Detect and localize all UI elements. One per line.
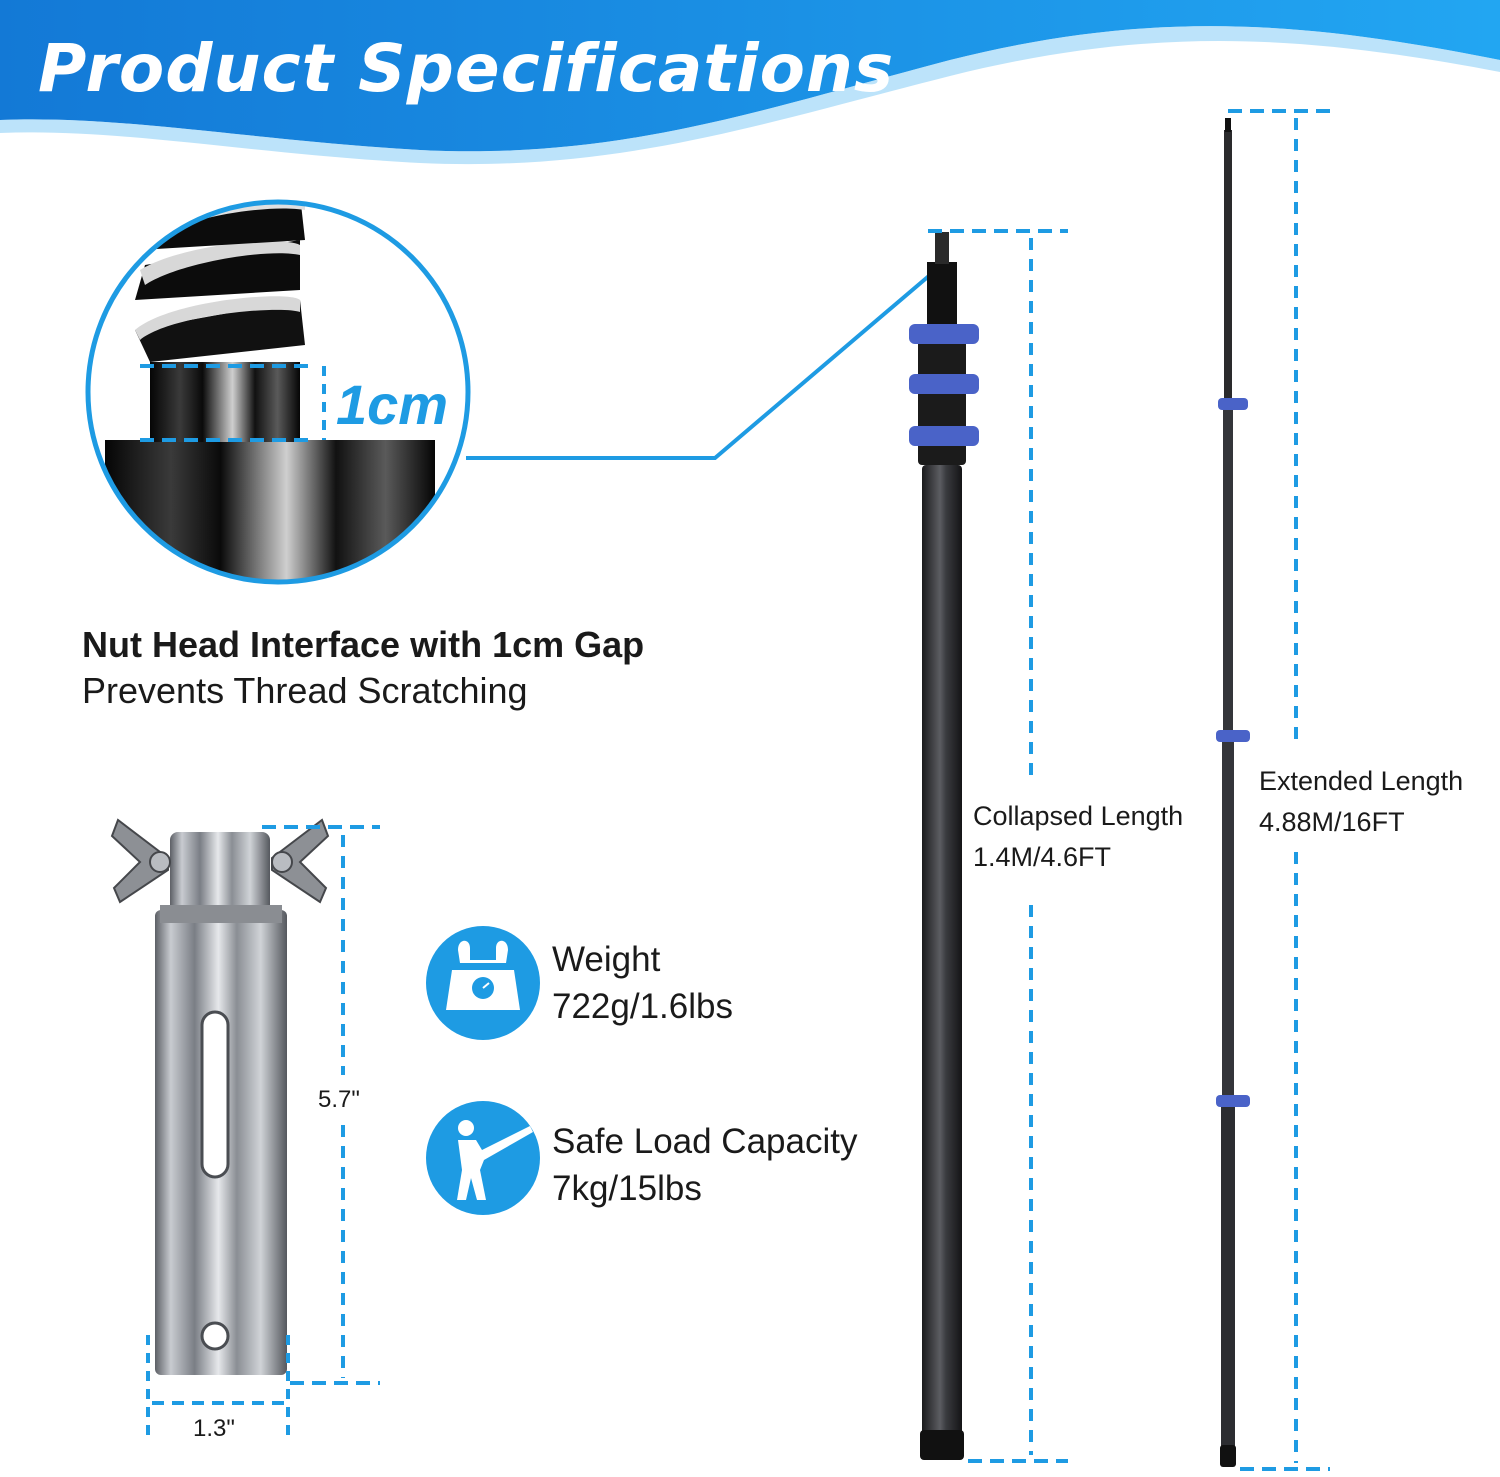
load-capacity-label: Safe Load Capacity <box>552 1122 858 1161</box>
feature-subtitle: Prevents Thread Scratching <box>82 670 528 711</box>
extended-length-value: 4.88M/16FT <box>1259 806 1405 837</box>
adapter-width-label: 1.3" <box>193 1415 235 1442</box>
adapter-height-label: 5.7" <box>318 1086 360 1113</box>
collapsed-length-label: Collapsed Length <box>973 801 1184 831</box>
scale-icon <box>426 926 540 1040</box>
feature-title: Nut Head Interface with 1cm Gap <box>82 624 645 665</box>
thread-zoom-circle <box>88 202 468 582</box>
weight-label: Weight <box>552 940 661 979</box>
pole-adapter <box>110 818 330 1375</box>
weight-value: 722g/1.6lbs <box>552 987 733 1026</box>
extended-length: Extended Length 4.88M/16FT <box>1259 761 1463 842</box>
collapsed-pole <box>909 232 979 1460</box>
collapsed-length-value: 1.4M/4.6FT <box>973 841 1112 872</box>
extended-pole <box>1216 118 1250 1467</box>
page-title: Product Specifications <box>38 30 895 107</box>
gap-measure-label: 1cm <box>336 373 449 436</box>
collapsed-length: Collapsed Length 1.4M/4.6FT <box>973 796 1183 877</box>
header-wave <box>0 0 1500 152</box>
person-pulling-icon <box>426 1101 540 1215</box>
load-capacity-value: 7kg/15lbs <box>552 1169 702 1208</box>
extended-length-label: Extended Length <box>1259 766 1464 796</box>
